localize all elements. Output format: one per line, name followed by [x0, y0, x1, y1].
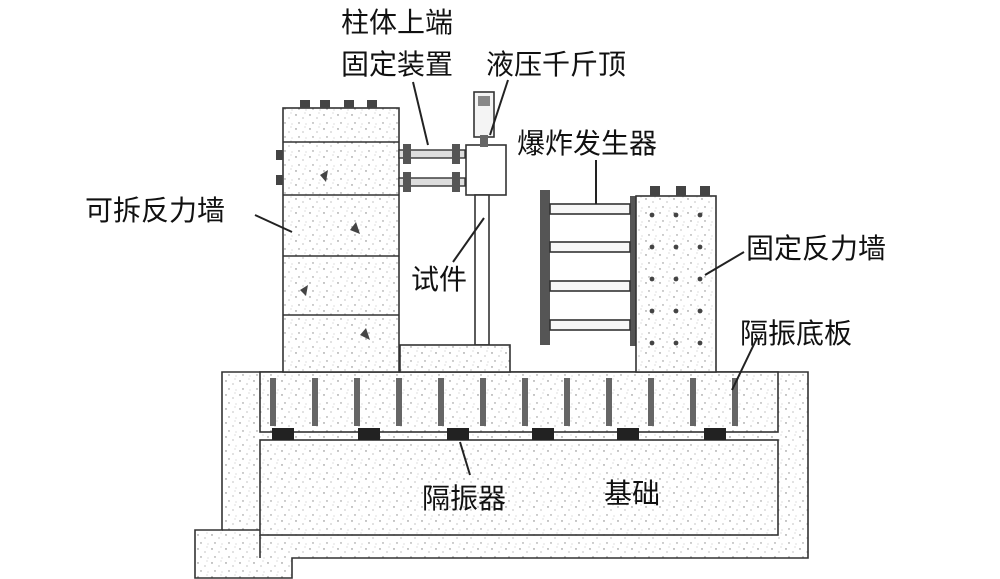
anchor-hole: [649, 340, 655, 346]
base-plate-rib: [270, 378, 276, 426]
anchor-hole: [673, 212, 679, 218]
anchor-hole: [697, 244, 703, 250]
isolator: [532, 428, 554, 440]
base-plate-rib: [564, 378, 570, 426]
isolator: [447, 428, 469, 440]
diagram-labels: 柱体上端 固定装置 液压千斤顶 爆炸发生器 可拆反力墙 固定反力墙 试件 隔振底…: [85, 6, 886, 515]
label-isolation-base-plate: 隔振底板: [740, 317, 852, 350]
anchor-holes: [649, 212, 703, 346]
base-plate-rib: [438, 378, 444, 426]
anchor-hole: [649, 276, 655, 282]
base-plate-rib: [606, 378, 612, 426]
explosion-generator: [540, 190, 636, 346]
anchor-hole: [697, 340, 703, 346]
anchor-hole: [697, 276, 703, 282]
label-fixed-reaction-wall: 固定反力墙: [746, 232, 886, 265]
anchor-hole: [673, 244, 679, 250]
base-plate-rib: [690, 378, 696, 426]
anchor-hole: [697, 212, 703, 218]
label-hydraulic-jack: 液压千斤顶: [486, 48, 626, 81]
isolator: [358, 428, 380, 440]
label-column-top-fixture-line1: 柱体上端: [341, 6, 453, 39]
base-plate-rib: [648, 378, 654, 426]
label-isolator: 隔振器: [422, 482, 506, 515]
label-specimen: 试件: [411, 263, 467, 296]
base-plate-dividers: [270, 378, 738, 426]
isolator: [704, 428, 726, 440]
label-foundation: 基础: [604, 477, 660, 510]
label-explosion-generator: 爆炸发生器: [517, 127, 657, 160]
leader-lines: [254, 79, 758, 476]
removable-reaction-wall: [276, 100, 400, 373]
anchor-hole: [649, 212, 655, 218]
anchor-hole: [673, 276, 679, 282]
isolator-group: [272, 428, 726, 440]
isolator: [617, 428, 639, 440]
label-column-top-fixture-line2: 固定装置: [341, 48, 453, 81]
isolator: [272, 428, 294, 440]
anchor-hole: [649, 244, 655, 250]
anchor-hole: [673, 340, 679, 346]
base-plate-rib: [354, 378, 360, 426]
hydraulic-jack: [473, 91, 495, 147]
base-plate-rib: [732, 378, 738, 426]
label-removable-reaction-wall: 可拆反力墙: [85, 194, 225, 227]
base-plate-rib: [480, 378, 486, 426]
anchor-hole: [697, 308, 703, 314]
base-plate-rib: [396, 378, 402, 426]
fixed-reaction-wall: [635, 186, 717, 373]
column-top-fixture: [398, 144, 466, 192]
base-plate-rib: [312, 378, 318, 426]
base-plate-rib: [522, 378, 528, 426]
isolation-base-plate: [259, 371, 779, 433]
anchor-hole: [649, 308, 655, 314]
anchor-hole: [673, 308, 679, 314]
